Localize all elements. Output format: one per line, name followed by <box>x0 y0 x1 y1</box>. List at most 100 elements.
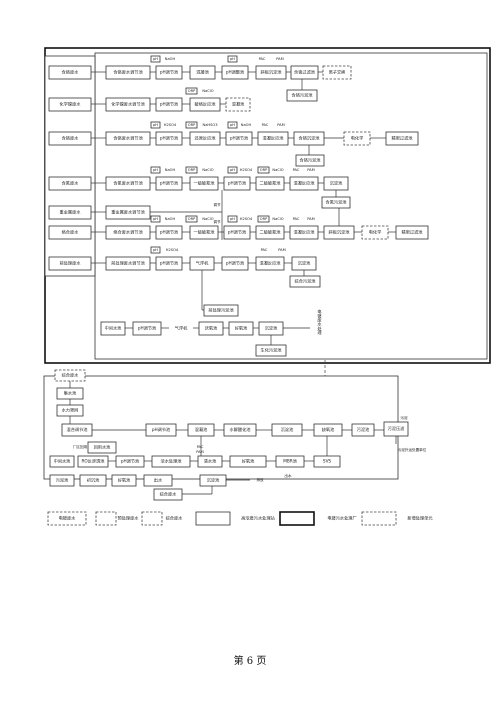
node-label: 含铬废水调节池 <box>113 135 143 142</box>
node-label: RO反渗透池 <box>82 458 106 465</box>
node-label: pH调节池 <box>160 180 179 187</box>
node-label: 含铬污泥池 <box>300 157 322 164</box>
node-label: 破络反应池 <box>195 101 217 108</box>
node-label: 污泥 <box>400 415 408 420</box>
node-label: 厌氧池 <box>205 325 218 332</box>
source-label: 重金属废水 <box>60 209 82 216</box>
node-label: 好氧池 <box>242 458 255 465</box>
node-label: NaClO <box>202 89 213 93</box>
node-label: 缺氧池 <box>322 426 335 433</box>
node-label: 水力筛网 <box>62 407 79 414</box>
node-label: pH调节池 <box>228 180 247 187</box>
node-label: PAC <box>261 248 268 252</box>
node-label: NaHSO3 <box>203 123 218 127</box>
row-complex: 络合废水调节池 pH NaOH ORP NaClO pH H2SO4 ORP N… <box>105 208 429 240</box>
node-label: 污泥池 <box>357 426 370 433</box>
node-label: 中间水池 <box>105 325 123 332</box>
node-label: 气浮机 <box>175 325 188 332</box>
node-label: 好氧池 <box>235 325 248 332</box>
node-label: 二级破氰池 <box>260 229 282 236</box>
node-label: 含铬沉淀池 <box>299 135 321 142</box>
node-label: 调节 <box>213 219 221 224</box>
node-label: PAC <box>197 445 204 449</box>
node-label: 前处理废水调节池 <box>111 260 145 267</box>
node-label: NaClO <box>272 168 283 172</box>
node-label: 精密过滤池 <box>402 229 424 236</box>
node-label: 综合废水 <box>62 372 80 379</box>
node-label: PAM <box>278 248 286 252</box>
node-label: 含铬废水调节池 <box>113 69 143 76</box>
node-label: 综合废水 <box>166 515 184 522</box>
node-label: ORP <box>260 168 268 172</box>
row-biological: 中间水池 pH调节池 气浮机 厌氧池 好氧池 沉淀池 生化污泥池 电镀废水处理 <box>100 308 323 357</box>
node-label: 含氰废水调节池 <box>113 180 143 187</box>
node-label: pH调节池 <box>121 458 140 465</box>
source-label: 含氰废水 <box>62 180 80 187</box>
node-label: 一级破氰池 <box>194 180 216 187</box>
node-label: PAM <box>307 168 315 172</box>
node-label: 电镀废水 <box>59 515 77 522</box>
bottom-process: 综合废水 集水池 水力筛网 混合调节池 厂区回用 回用水池 pH调节池 混凝池 … <box>49 369 427 501</box>
node-label: ORP <box>188 123 196 127</box>
source-boxes: 含铬废水 化学镍废水 含铬废水 含氰废水 重金属废水 络合废水 前处理废水 <box>48 65 92 271</box>
node-label: 混凝池 <box>196 69 209 76</box>
node-label: 沉淀池 <box>330 180 343 187</box>
row-nickel: 化学镍废水调节池 ORP NaClO pH调节池 破络反应池 混凝池 <box>105 87 251 112</box>
node-label: 污泥池 <box>56 477 69 484</box>
node-label: pH <box>153 168 158 172</box>
node-label: NaOH <box>241 123 252 127</box>
node-label: 生化污泥池 <box>261 347 283 354</box>
node-label: 污泥压滤 <box>388 425 406 432</box>
node-label: 混合调节池 <box>67 426 89 433</box>
node-label: pH调节池 <box>138 325 157 332</box>
node-label: pH调整池 <box>226 69 245 76</box>
node-label: pH <box>153 123 158 127</box>
node-label: ORP <box>188 89 196 93</box>
node-label: H2SO4 <box>164 123 177 127</box>
node-label: 清水池 <box>204 458 217 465</box>
node-label: 厂区回用 <box>73 444 88 449</box>
node-label: 含铬污泥池 <box>292 92 314 99</box>
node-label: pH调节池 <box>226 260 245 267</box>
node-label: pH调节池 <box>160 229 179 236</box>
node-label: PAM <box>276 57 284 61</box>
node-label: pH <box>153 217 158 221</box>
source-label: 化学镍废水 <box>60 101 82 108</box>
node-label: 含铬过滤池 <box>294 69 316 76</box>
node-label: 综合污泥池 <box>295 278 317 285</box>
node-label: NaClO <box>202 168 213 172</box>
node-label: 电镀污水处理厂 <box>327 515 356 522</box>
node-label: 重金属废水调节池 <box>111 209 145 216</box>
node-label: 好氧池 <box>118 477 131 484</box>
node-label: 中间水池 <box>54 458 72 465</box>
node-label: 出水 <box>154 477 163 484</box>
node-label: SVS <box>323 459 332 464</box>
source-column-frame <box>44 55 96 277</box>
legend: 电镀废水 预处理废水 综合废水 高浓度污水处理站 电镀污水处理厂 新增处理单元 <box>47 511 433 526</box>
node-label: pH调节池 <box>230 135 249 142</box>
node-label: 气浮机 <box>196 260 209 267</box>
node-label: 混凝反应池 <box>294 229 316 236</box>
node-label: 前处理污泥池 <box>208 307 234 314</box>
node-label: 新增处理单元 <box>407 515 432 522</box>
node-label: 污泥外运处置单位 <box>398 447 427 452</box>
source-label: 含铬废水 <box>62 69 80 76</box>
node-label: 斜板沉淀池 <box>329 229 351 236</box>
row-cyanide: 含氰废水调节池 pH NaOH ORP NaClO pH H2SO4 ORP N… <box>105 166 351 209</box>
node-label: 水解酸化池 <box>230 426 252 433</box>
node-label: 混凝反应池 <box>260 260 282 267</box>
node-label: pH <box>153 248 158 252</box>
node-label: PAC <box>293 217 300 221</box>
node-label: 回用水池 <box>94 444 112 451</box>
node-label: 混凝池 <box>195 426 208 433</box>
node-label: 出水 <box>284 473 292 478</box>
node-label: H2SO4 <box>166 248 179 252</box>
node-label: PAC <box>259 57 266 61</box>
node-label: 混凝反应池 <box>294 180 316 187</box>
node-label: PAM <box>307 217 315 221</box>
node-label: 调节 <box>213 202 221 207</box>
